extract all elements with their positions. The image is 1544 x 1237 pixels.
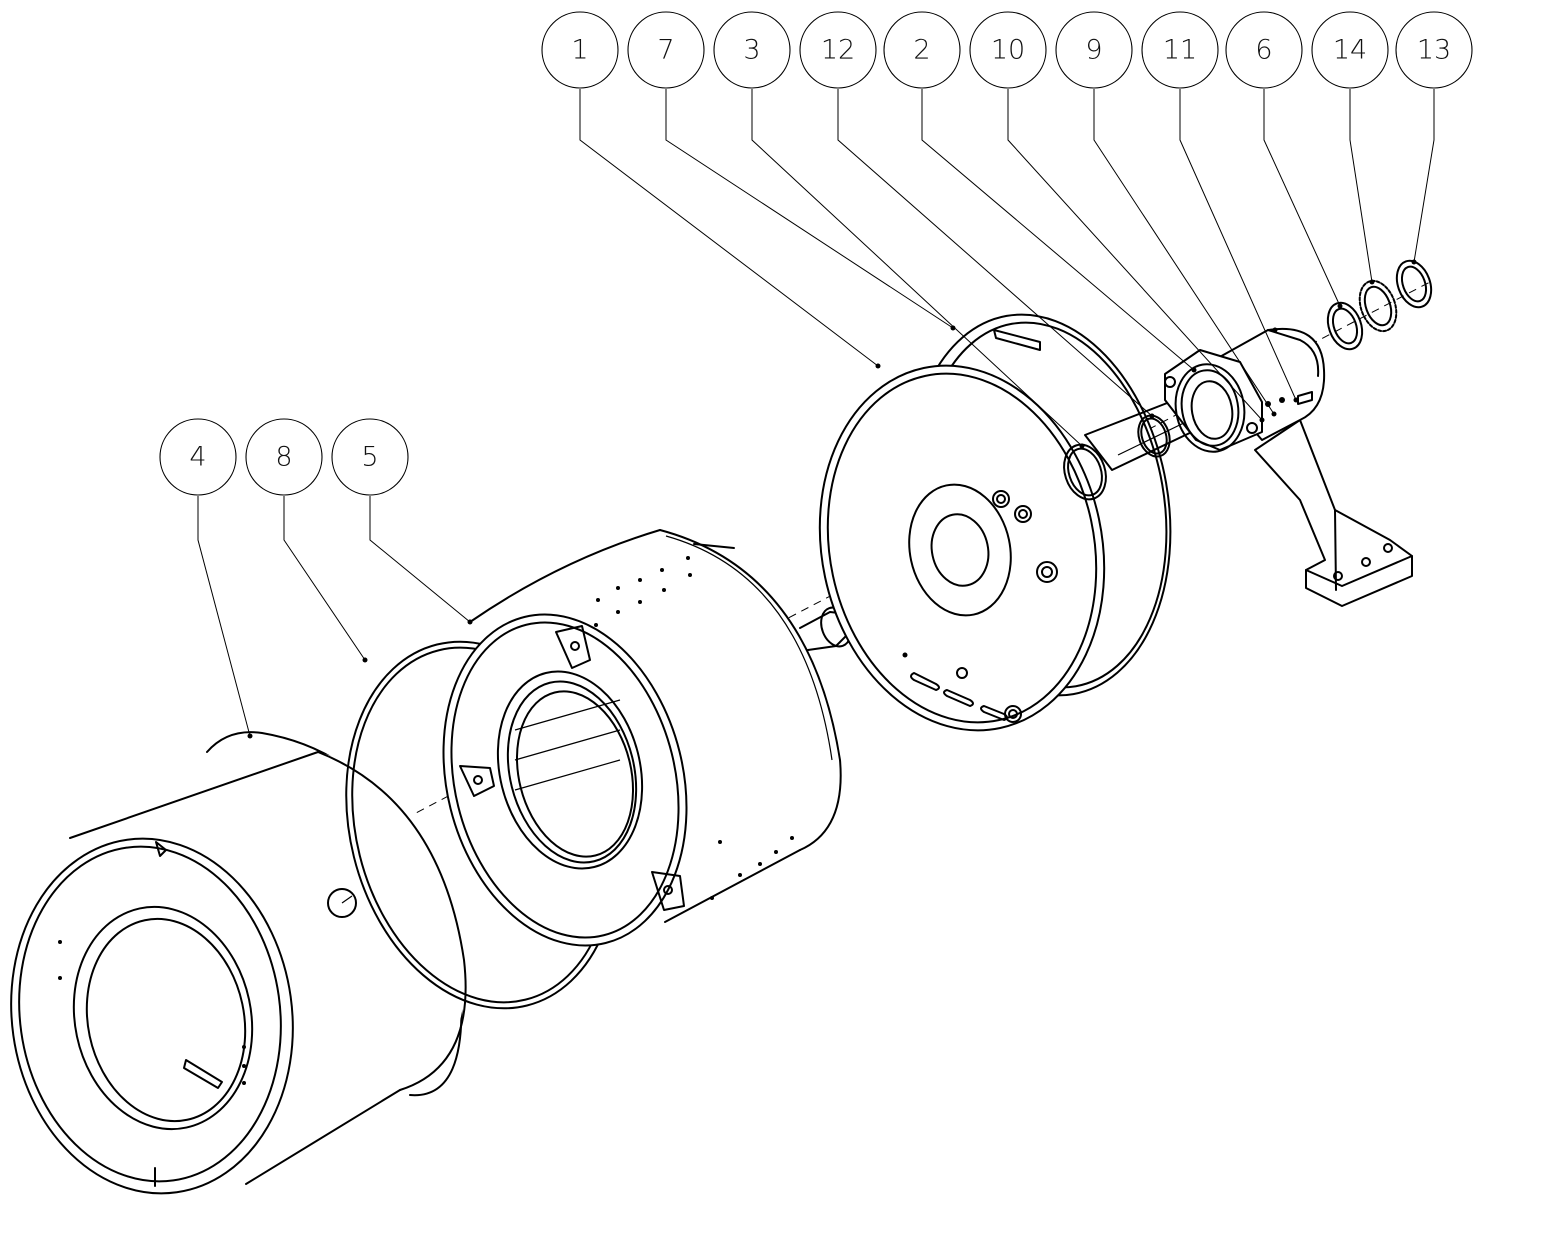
balloon-4-label: 4	[189, 442, 206, 473]
leader-3	[751, 89, 1083, 447]
balloon-13: 13	[1395, 11, 1473, 89]
part-5-inner-drum	[442, 529, 853, 947]
balloon-12: 12	[799, 11, 877, 89]
balloon-6: 6	[1225, 11, 1303, 89]
balloon-12-label: 12	[821, 35, 855, 66]
balloon-14-label: 14	[1333, 35, 1367, 66]
balloon-8: 8	[245, 418, 323, 496]
leader-7	[665, 89, 954, 329]
balloon-5: 5	[331, 418, 409, 496]
leader-lines	[197, 89, 1435, 739]
balloon-9-label: 9	[1085, 35, 1102, 66]
part-1-end-plate	[818, 313, 1172, 732]
balloon-3-label: 3	[743, 35, 760, 66]
balloon-6-label: 6	[1255, 35, 1272, 66]
leader-9	[1093, 89, 1275, 415]
balloon-10-label: 10	[991, 35, 1025, 66]
part-4-outer-drum	[10, 731, 467, 1195]
balloon-2: 2	[883, 11, 961, 89]
balloon-11: 11	[1141, 11, 1219, 89]
balloon-9: 9	[1055, 11, 1133, 89]
leader-11	[1179, 89, 1297, 401]
leader-8	[283, 496, 366, 661]
balloon-3: 3	[713, 11, 791, 89]
leader-2	[921, 89, 1195, 371]
balloon-13-label: 13	[1417, 35, 1451, 66]
balloon-14: 14	[1311, 11, 1389, 89]
balloon-1: 1	[541, 11, 619, 89]
balloon-5-label: 5	[361, 442, 378, 473]
leader-6	[1263, 89, 1341, 307]
leader-14	[1349, 89, 1373, 283]
leader-10	[1007, 89, 1263, 421]
leader-1	[579, 89, 879, 367]
leader-12	[837, 89, 1153, 417]
part-14-lock-washer	[1358, 279, 1398, 333]
balloon-2-label: 2	[913, 35, 930, 66]
leader-5	[369, 496, 471, 623]
part-13-lock-nut	[1395, 259, 1433, 309]
balloon-11-label: 11	[1163, 35, 1197, 66]
part-6-ring	[1326, 301, 1364, 351]
balloon-1-label: 1	[571, 35, 588, 66]
balloon-4: 4	[159, 418, 237, 496]
leader-4	[197, 496, 251, 737]
leader-13	[1413, 89, 1435, 263]
balloon-8-label: 8	[275, 442, 292, 473]
part-3-ring	[1063, 443, 1107, 501]
balloon-7-label: 7	[657, 35, 674, 66]
part-2-bearing-bracket	[1084, 327, 1413, 607]
balloon-10: 10	[969, 11, 1047, 89]
balloon-7: 7	[627, 11, 705, 89]
